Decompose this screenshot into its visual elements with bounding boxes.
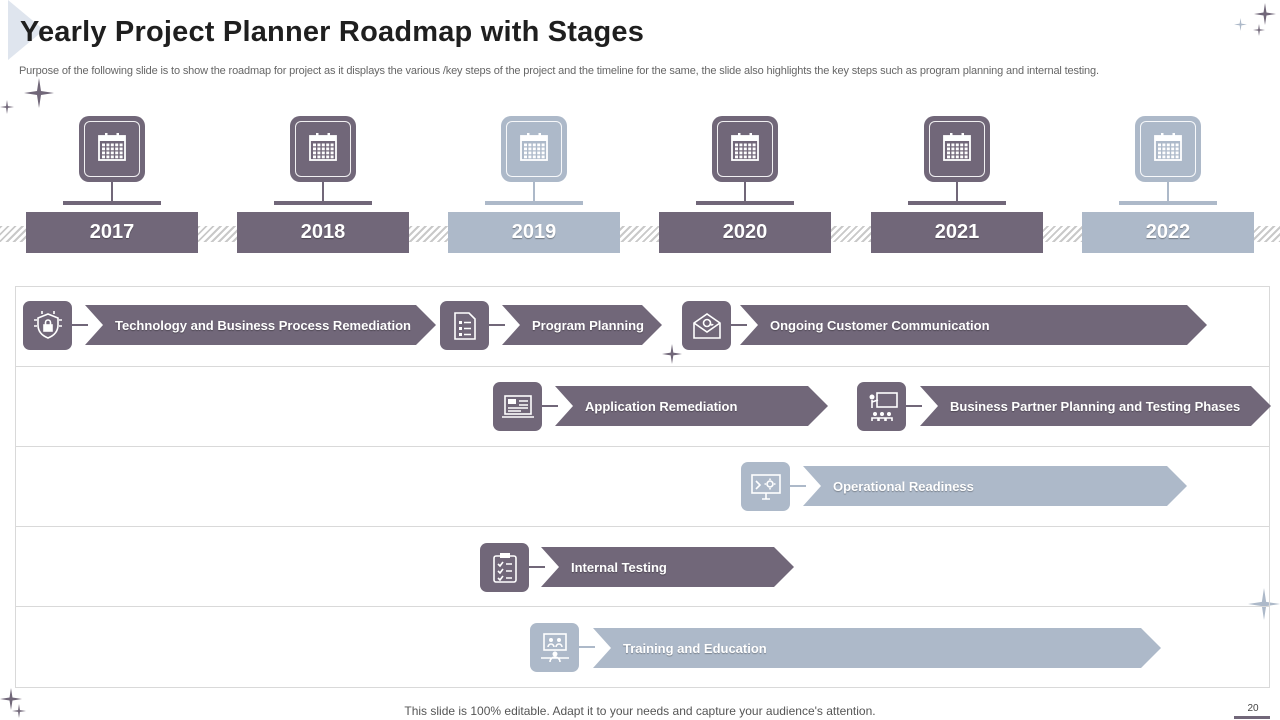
sparkle-icon <box>0 688 22 710</box>
year-label: 2022 <box>1082 212 1254 253</box>
corner-decoration <box>8 0 44 60</box>
task-connector <box>529 566 545 568</box>
task-arrow-technology-remediation: Technology and Business Process Remediat… <box>85 305 436 345</box>
calendar-tile <box>1136 117 1200 181</box>
calendar-icon <box>1152 131 1184 168</box>
connector-base <box>696 201 794 205</box>
page-number-underline <box>1234 716 1270 719</box>
calendar-tile <box>291 117 355 181</box>
year-column-2017: 2017 <box>26 117 198 253</box>
sparkle-icon <box>1234 18 1247 31</box>
email-icon <box>682 301 731 350</box>
task-connector <box>542 405 558 407</box>
clipboard-checklist-icon <box>480 543 529 592</box>
connector-stem <box>322 181 324 201</box>
sparkle-icon <box>1253 24 1265 36</box>
connector-stem <box>111 181 113 201</box>
year-label: 2021 <box>871 212 1043 253</box>
task-connector <box>790 485 806 487</box>
task-arrow-internal-testing: Internal Testing <box>541 547 794 587</box>
row-divider <box>16 606 1270 607</box>
connector-base <box>908 201 1006 205</box>
calendar-tile <box>925 117 989 181</box>
calendar-icon <box>729 131 761 168</box>
task-connector <box>72 324 88 326</box>
calendar-icon <box>518 131 550 168</box>
monitor-gear-icon <box>741 462 790 511</box>
task-arrow-customer-communication: Ongoing Customer Communication <box>740 305 1207 345</box>
sparkle-icon <box>662 344 682 364</box>
connector-base <box>1119 201 1217 205</box>
calendar-icon <box>96 131 128 168</box>
year-column-2018: 2018 <box>237 117 409 253</box>
connector-base <box>274 201 372 205</box>
connector-base <box>63 201 161 205</box>
sparkle-icon <box>1248 588 1280 620</box>
presentation-icon <box>857 382 906 431</box>
task-arrow-training-education: Training and Education <box>593 628 1161 668</box>
video-conference-icon <box>530 623 579 672</box>
year-label: 2018 <box>237 212 409 253</box>
sparkle-icon <box>0 100 14 114</box>
slide-subtitle: Purpose of the following slide is to sho… <box>19 65 1099 77</box>
slide-title: Yearly Project Planner Roadmap with Stag… <box>20 16 645 48</box>
page-number: 20 <box>1247 703 1259 714</box>
row-divider <box>16 366 1270 367</box>
checklist-icon <box>440 301 489 350</box>
task-connector <box>906 405 922 407</box>
year-column-2020: 2020 <box>659 117 831 253</box>
year-label: 2019 <box>448 212 620 253</box>
slide-footer: This slide is 100% editable. Adapt it to… <box>404 704 876 718</box>
row-divider <box>16 446 1270 447</box>
task-connector <box>489 324 505 326</box>
sparkle-icon <box>1254 3 1276 25</box>
connector-base <box>485 201 583 205</box>
task-connector <box>579 646 595 648</box>
connector-stem <box>956 181 958 201</box>
task-arrow-operational-readiness: Operational Readiness <box>803 466 1187 506</box>
security-lock-icon <box>23 301 72 350</box>
calendar-tile <box>80 117 144 181</box>
sparkle-icon <box>12 704 26 718</box>
task-grid <box>15 286 1270 688</box>
row-divider <box>16 526 1270 527</box>
year-column-2021: 2021 <box>871 117 1043 253</box>
calendar-tile <box>502 117 566 181</box>
connector-stem <box>533 181 535 201</box>
sparkle-icon <box>24 78 54 108</box>
calendar-icon <box>941 131 973 168</box>
calendar-icon <box>307 131 339 168</box>
connector-stem <box>1167 181 1169 201</box>
year-label: 2017 <box>26 212 198 253</box>
year-label: 2020 <box>659 212 831 253</box>
year-column-2022: 2022 <box>1082 117 1254 253</box>
task-arrow-application-remediation: Application Remediation <box>555 386 828 426</box>
monitor-dashboard-icon <box>493 382 542 431</box>
task-arrow-program-planning: Program Planning <box>502 305 662 345</box>
connector-stem <box>744 181 746 201</box>
year-column-2019: 2019 <box>448 117 620 253</box>
task-arrow-partner-planning: Business Partner Planning and Testing Ph… <box>920 386 1271 426</box>
calendar-tile <box>713 117 777 181</box>
task-connector <box>731 324 747 326</box>
